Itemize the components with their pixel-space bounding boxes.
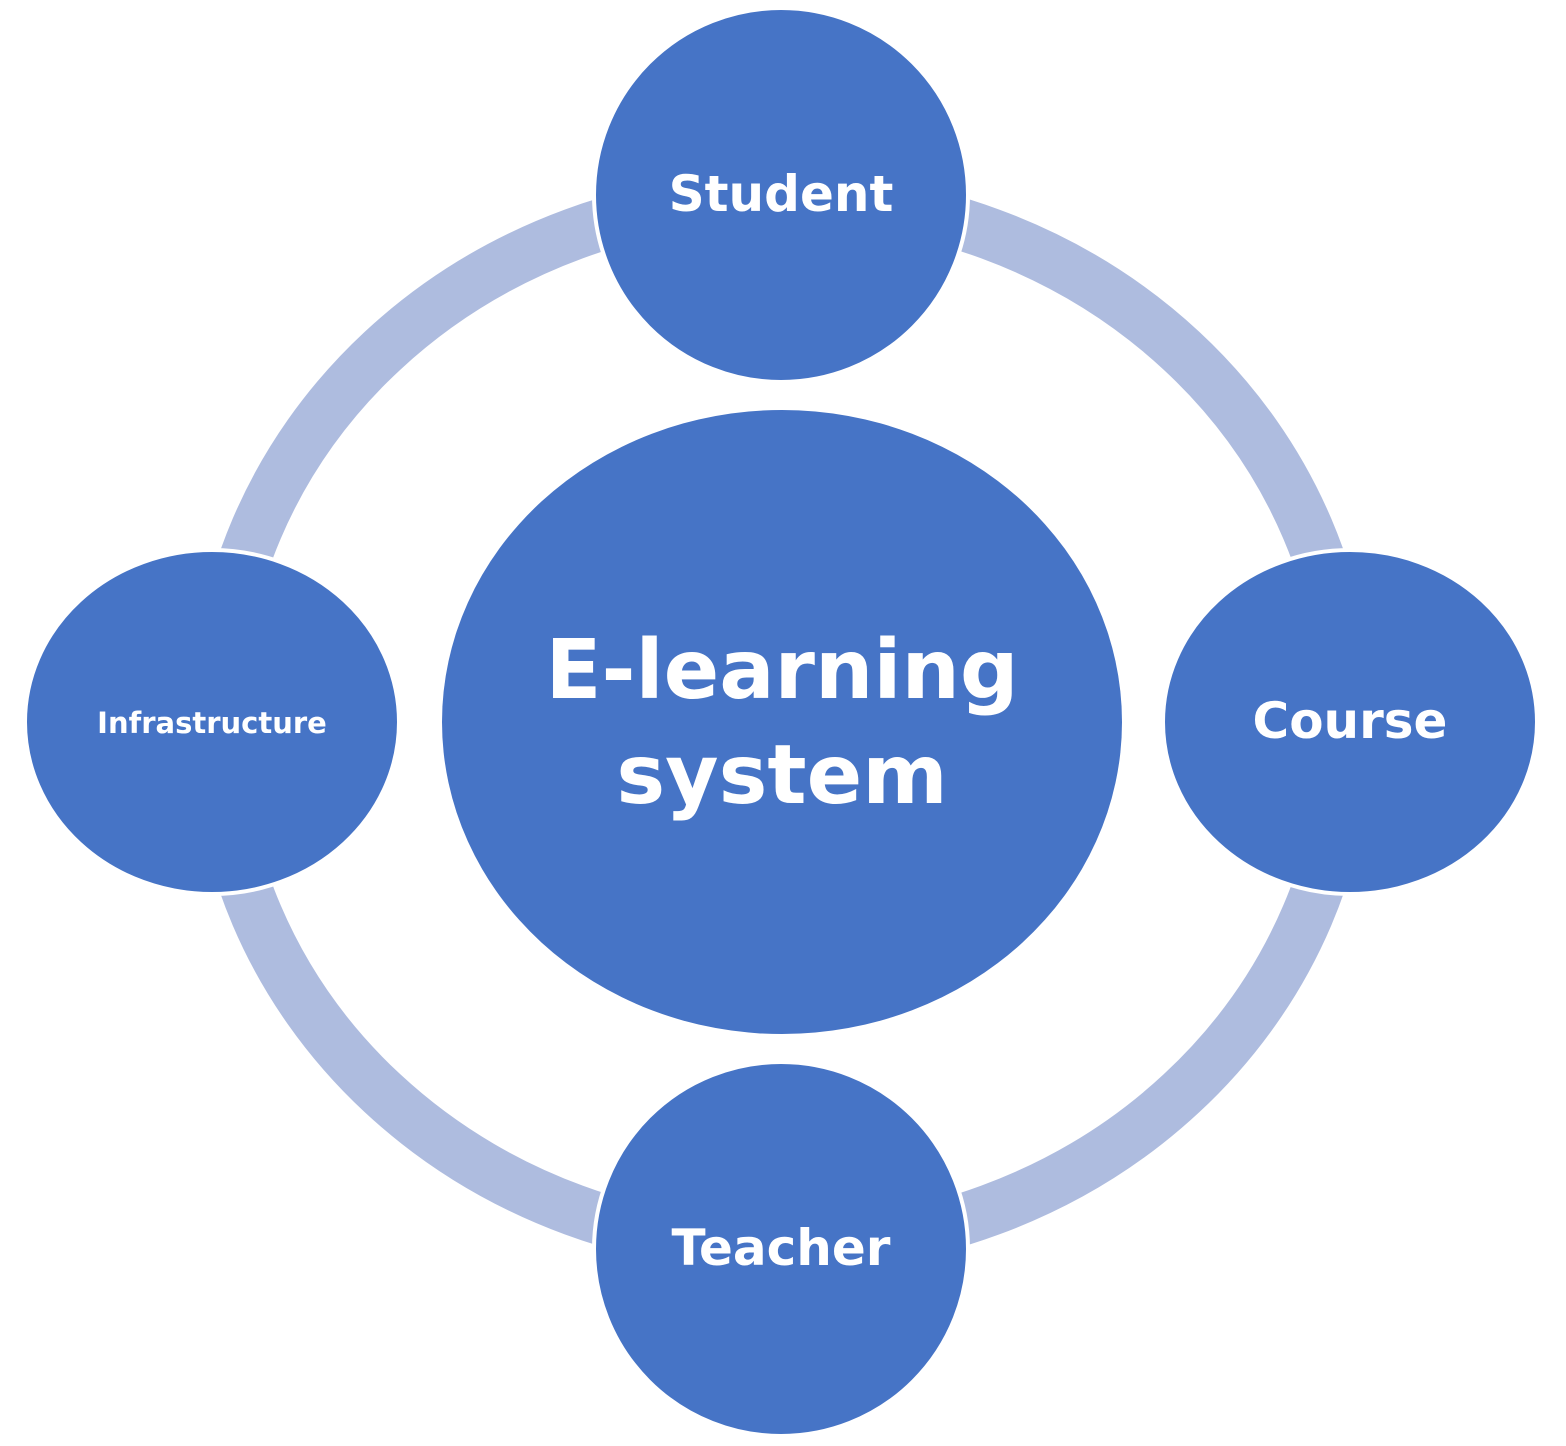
node-student-label: Student [669,165,894,223]
node-infrastructure-label: Infrastructure [97,706,327,740]
node-infrastructure-shape [23,548,401,896]
node-course: Course [1161,548,1539,896]
node-infrastructure: Infrastructure [23,548,401,896]
node-teacher-shape [592,1060,970,1438]
node-teacher: Teacher [592,1060,970,1438]
node-course-label: Course [1253,692,1448,750]
center-label-line2: system [616,728,947,823]
center-node: E-learning system [442,410,1122,1034]
center-node-shape [442,410,1122,1034]
node-teacher-label: Teacher [672,1219,891,1277]
center-label-line1: E-learning [545,623,1018,718]
node-student: Student [592,6,970,384]
node-student-shape [592,6,970,384]
node-course-shape [1161,548,1539,896]
